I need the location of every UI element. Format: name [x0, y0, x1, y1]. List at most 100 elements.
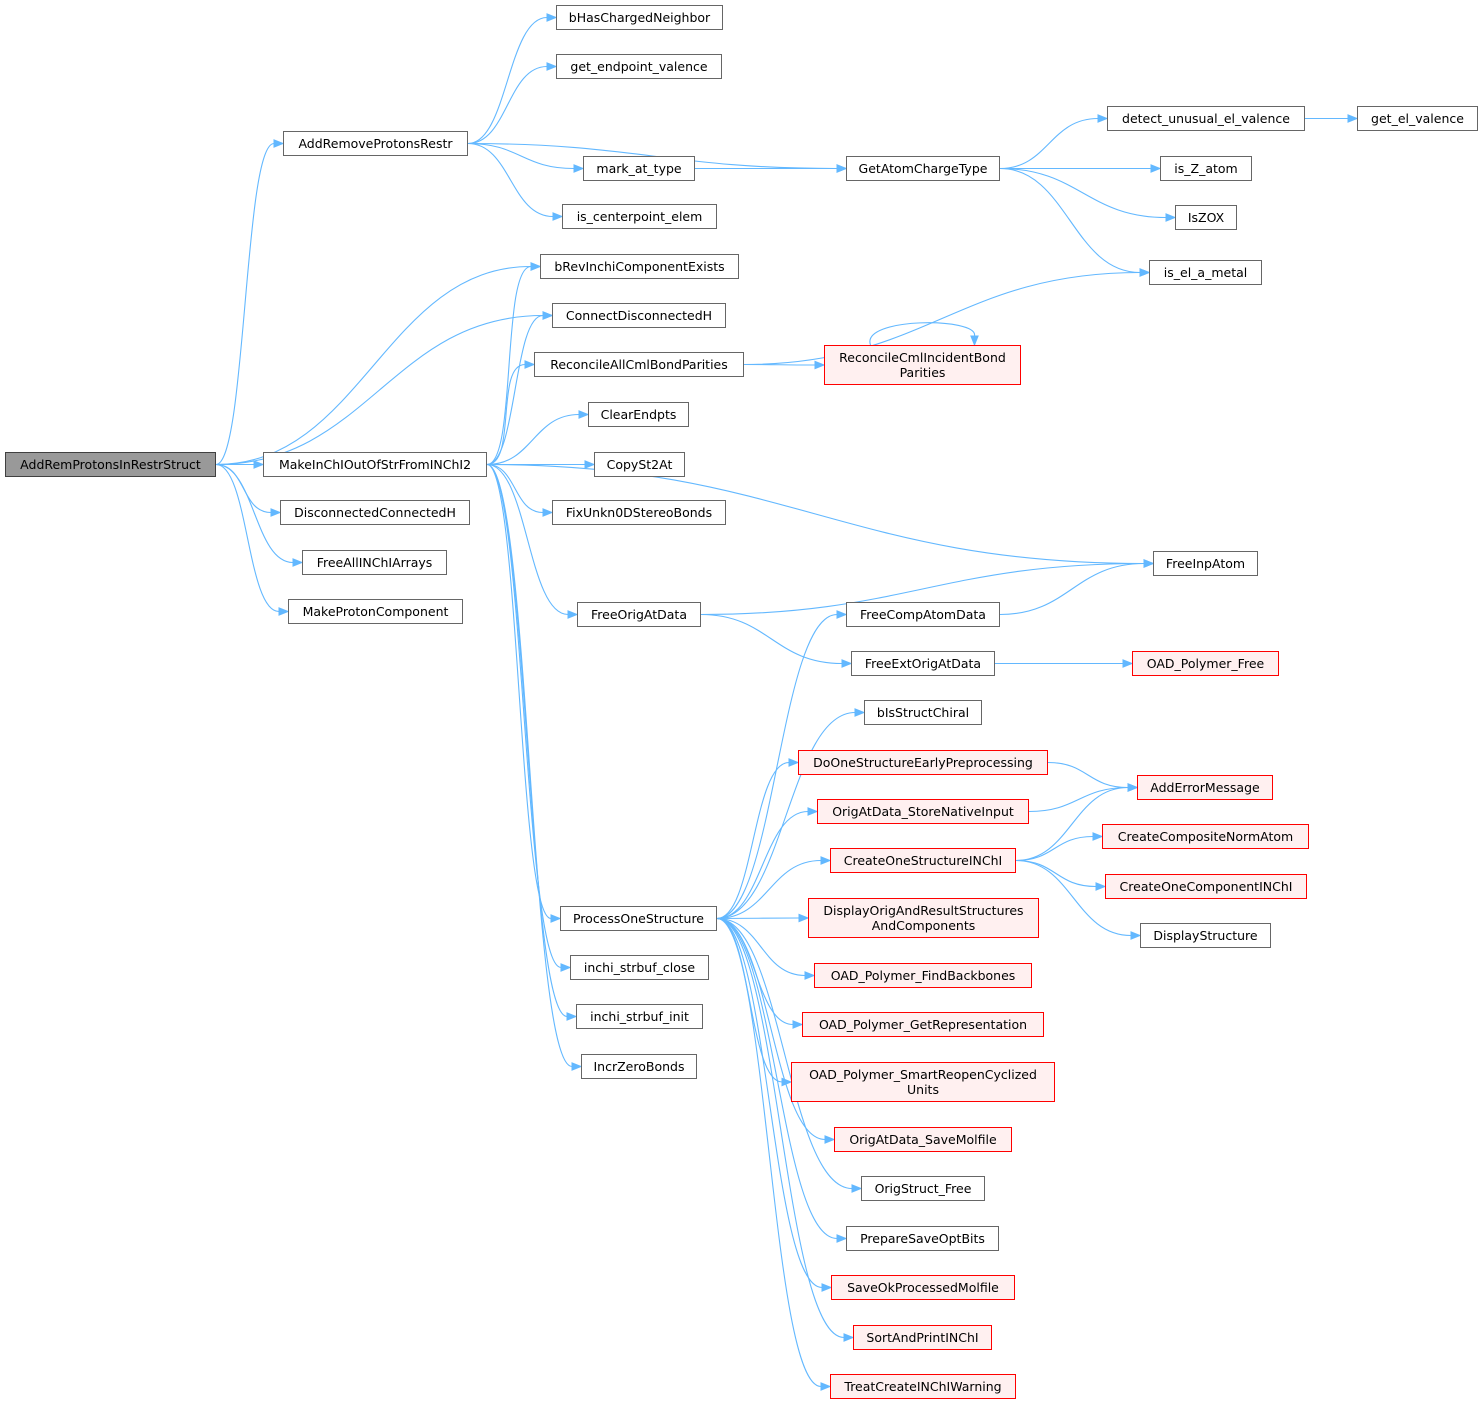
edge-make-in-ch-iout-of-str-from-inch-i2-to-connect-disconnected-h [486, 311, 554, 466]
node-save-ok-processed-molfile[interactable]: SaveOkProcessedMolfile [831, 1275, 1015, 1300]
edge-process-one-structure-to-save-ok-processed-molfile [716, 917, 833, 1292]
edge-reconcile-all-cml-bond-parities-to-is-el-a-metal [743, 268, 1151, 366]
node-reconcile-all-cml-bond-parities[interactable]: ReconcileAllCmlBondParities [534, 352, 744, 377]
node-get-atom-charge-type[interactable]: GetAtomChargeType [846, 156, 1000, 181]
edge-make-in-ch-iout-of-str-from-inch-i2-to-free-orig-at-data [486, 463, 579, 619]
node-orig-at-data-save-molfile[interactable]: OrigAtData_SaveMolfile [834, 1127, 1012, 1152]
node-mark-at-type[interactable]: mark_at_type [583, 156, 695, 181]
edge-make-in-ch-iout-of-str-from-inch-i2-to-b-rev-inchi-component-exists [486, 262, 542, 466]
edge-get-atom-charge-type-to-is-z-atom [999, 164, 1162, 173]
node-create-one-component-inch-i[interactable]: CreateOneComponentINChI [1105, 874, 1307, 899]
node-free-ext-orig-at-data[interactable]: FreeExtOrigAtData [851, 651, 995, 676]
edge-process-one-structure-to-orig-at-data-store-native-input [716, 807, 819, 920]
node-b-is-struct-chiral[interactable]: bIsStructChiral [864, 700, 982, 725]
node-get-el-valence[interactable]: get_el_valence [1357, 106, 1478, 131]
edge-add-rem-protons-in-restr-struct-to-make-in-ch-iout-of-str-from-inch-i2 [216, 460, 265, 469]
node-free-inp-atom[interactable]: FreeInpAtom [1153, 551, 1258, 576]
node-disconnected-connected-h[interactable]: DisconnectedConnectedH [280, 500, 470, 525]
edge-free-orig-at-data-to-free-ext-orig-at-data [700, 613, 853, 668]
node-orig-at-data-store-native-input[interactable]: OrigAtData_StoreNativeInput [817, 799, 1029, 824]
edge-create-one-structure-inch-i-to-add-error-message [1015, 783, 1139, 862]
node-clear-endpts[interactable]: ClearEndpts [588, 402, 689, 427]
edge-add-rem-protons-in-restr-struct-to-free-all-inch-iarrays [215, 463, 304, 567]
node-b-rev-inchi-component-exists[interactable]: bRevInchiComponentExists [540, 254, 739, 279]
edge-process-one-structure-to-oad-polymer-find-backbones [716, 917, 816, 980]
edge-make-in-ch-iout-of-str-from-inch-i2-to-inchi-strbuf-init [486, 463, 578, 1021]
node-incr-zero-bonds[interactable]: IncrZeroBonds [581, 1054, 697, 1079]
node-orig-struct-free[interactable]: OrigStruct_Free [861, 1176, 985, 1201]
edge-process-one-structure-to-orig-struct-free [716, 917, 863, 1193]
node-is-zox[interactable]: IsZOX [1175, 205, 1237, 230]
edge-create-one-structure-inch-i-to-display-structure [1015, 859, 1142, 940]
edge-do-one-structure-early-preprocessing-to-add-error-message [1047, 761, 1139, 792]
node-inchi-strbuf-init[interactable]: inchi_strbuf_init [576, 1004, 703, 1029]
node-process-one-structure[interactable]: ProcessOneStructure [560, 906, 717, 931]
node-reconcile-cml-incident-bond-parities[interactable]: ReconcileCmlIncidentBond Parities [824, 345, 1021, 385]
node-oad-polymer-find-backbones[interactable]: OAD_Polymer_FindBackbones [814, 963, 1032, 988]
node-add-rem-protons-in-restr-struct: AddRemProtonsInRestrStruct [5, 452, 216, 477]
node-add-remove-protons-restr[interactable]: AddRemoveProtonsRestr [283, 131, 468, 156]
edge-reconcile-all-cml-bond-parities-to-reconcile-cml-incident-bond-parities [743, 360, 826, 370]
edge-get-atom-charge-type-to-is-el-a-metal [999, 167, 1151, 277]
edge-add-remove-protons-restr-to-is-centerpoint-elem [467, 142, 564, 221]
node-treat-create-inch-iwarning[interactable]: TreatCreateINChIWarning [830, 1374, 1016, 1399]
node-connect-disconnected-h[interactable]: ConnectDisconnectedH [552, 303, 726, 328]
edge-process-one-structure-to-treat-create-inch-iwarning [716, 917, 832, 1391]
edge-get-atom-charge-type-to-detect-unusual-el-valence [999, 114, 1109, 170]
node-is-el-a-metal[interactable]: is_el_a_metal [1149, 260, 1262, 285]
node-get-endpoint-valence[interactable]: get_endpoint_valence [556, 54, 722, 79]
edge-create-one-structure-inch-i-to-create-one-component-inch-i [1015, 859, 1107, 891]
node-oad-polymer-free[interactable]: OAD_Polymer_Free [1132, 651, 1279, 676]
node-oad-polymer-smart-reopen-cyclized-units[interactable]: OAD_Polymer_SmartReopenCyclized Units [791, 1062, 1055, 1102]
edge-add-rem-protons-in-restr-struct-to-connect-disconnected-h [215, 311, 554, 466]
edge-make-in-ch-iout-of-str-from-inch-i2-to-reconcile-all-cml-bond-parities [486, 360, 536, 466]
edge-make-in-ch-iout-of-str-from-inch-i2-to-incr-zero-bonds [486, 463, 583, 1071]
edge-make-in-ch-iout-of-str-from-inch-i2-to-inchi-strbuf-close [486, 463, 572, 972]
node-fix-unkn0-dstereo-bonds[interactable]: FixUnkn0DStereoBonds [552, 500, 726, 525]
node-display-orig-and-result-structures-and-components[interactable]: DisplayOrigAndResultStructures AndCompon… [808, 898, 1039, 938]
edge-get-atom-charge-type-to-is-zox [999, 167, 1177, 222]
node-is-centerpoint-elem[interactable]: is_centerpoint_elem [562, 204, 717, 229]
edge-add-remove-protons-restr-to-b-has-charged-neighbor [467, 13, 558, 145]
node-inchi-strbuf-close[interactable]: inchi_strbuf_close [570, 955, 709, 980]
edge-make-in-ch-iout-of-str-from-inch-i2-to-clear-endpts [486, 410, 590, 466]
edge-make-in-ch-iout-of-str-from-inch-i2-to-fix-unkn0-dstereo-bonds [486, 463, 554, 517]
edge-mark-at-type-to-get-atom-charge-type [694, 164, 848, 173]
edge-process-one-structure-to-oad-polymer-smart-reopen-cyclized-units [716, 917, 793, 1087]
edge-process-one-structure-to-b-is-struct-chiral [716, 708, 866, 920]
edge-detect-unusual-el-valence-to-get-el-valence [1305, 114, 1359, 123]
node-do-one-structure-early-preprocessing[interactable]: DoOneStructureEarlyPreprocessing [798, 750, 1048, 775]
edge-process-one-structure-to-display-orig-and-result-structures-and-components [716, 913, 810, 923]
edge-add-remove-protons-restr-to-get-endpoint-valence [467, 62, 558, 145]
node-prepare-save-opt-bits[interactable]: PrepareSaveOptBits [846, 1226, 999, 1251]
edge-process-one-structure-to-create-one-structure-inch-i [716, 856, 832, 920]
edge-reconcile-cml-incident-bond-parities-to-reconcile-cml-incident-bond-parities [869, 322, 979, 347]
node-make-in-ch-iout-of-str-from-inch-i2[interactable]: MakeInChIOutOfStrFromINChI2 [263, 452, 487, 477]
edge-add-rem-protons-in-restr-struct-to-b-rev-inchi-component-exists [215, 262, 542, 466]
node-create-composite-norm-atom[interactable]: CreateCompositeNormAtom [1102, 824, 1309, 849]
edge-process-one-structure-to-sort-and-print-inch-i [716, 917, 855, 1342]
edge-process-one-structure-to-do-one-structure-early-preprocessing [716, 758, 800, 920]
node-free-orig-at-data[interactable]: FreeOrigAtData [577, 602, 701, 627]
edge-create-one-structure-inch-i-to-create-composite-norm-atom [1015, 832, 1104, 862]
edge-free-ext-orig-at-data-to-oad-polymer-free [994, 659, 1134, 668]
edge-add-rem-protons-in-restr-struct-to-add-remove-protons-restr [215, 139, 285, 466]
node-make-proton-component[interactable]: MakeProtonComponent [288, 599, 463, 624]
node-free-all-inch-iarrays[interactable]: FreeAllINChIArrays [302, 550, 447, 575]
node-sort-and-print-inch-i[interactable]: SortAndPrintINChI [853, 1325, 992, 1350]
edge-process-one-structure-to-prepare-save-opt-bits [716, 917, 848, 1243]
edge-process-one-structure-to-oad-polymer-get-representation [716, 917, 804, 1029]
edge-process-one-structure-to-free-comp-atom-data [716, 610, 848, 920]
node-b-has-charged-neighbor[interactable]: bHasChargedNeighbor [556, 5, 723, 30]
edge-add-remove-protons-restr-to-mark-at-type [467, 142, 585, 173]
node-is-z-atom[interactable]: is_Z_atom [1160, 156, 1252, 181]
node-display-structure[interactable]: DisplayStructure [1140, 923, 1271, 948]
node-detect-unusual-el-valence[interactable]: detect_unusual_el_valence [1107, 106, 1305, 131]
node-free-comp-atom-data[interactable]: FreeCompAtomData [846, 602, 1000, 627]
node-add-error-message[interactable]: AddErrorMessage [1137, 775, 1273, 800]
node-oad-polymer-get-representation[interactable]: OAD_Polymer_GetRepresentation [802, 1012, 1044, 1037]
node-create-one-structure-inch-i[interactable]: CreateOneStructureINChI [830, 848, 1016, 873]
node-copy-st2-at[interactable]: CopySt2At [594, 452, 685, 477]
